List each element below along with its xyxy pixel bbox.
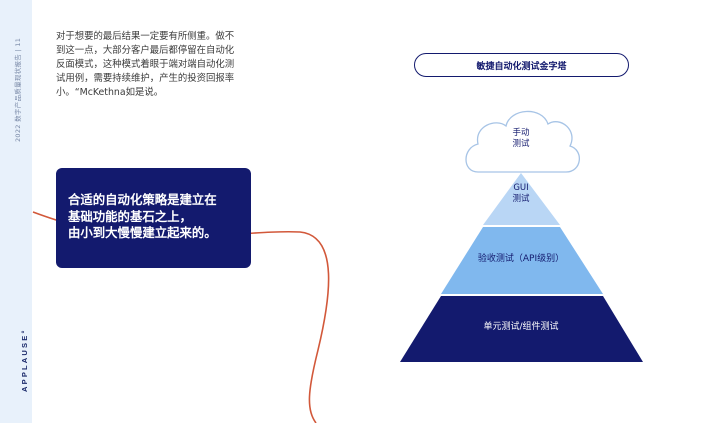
intro-line: 小。“McKethna如是说。 (56, 87, 164, 98)
intro-line: 反面模式，这种模式着眼于端对端自动化测 (56, 59, 235, 70)
tier-api (441, 227, 603, 294)
tier-label-gui: GUI 测试 (512, 183, 530, 204)
tier-unit (400, 296, 643, 362)
pull-quote-box: 合适的自动化策略是建立在 基础功能的基石之上， 由小到大慢慢建立起来的。 (56, 168, 251, 268)
tier-label-unit: 单元测试/组件测试 (483, 322, 559, 332)
intro-line: 对于想要的最后结果一定要有所侧重。做不 (56, 31, 235, 42)
quote-line: 合适的自动化策略是建立在 (68, 192, 217, 207)
diagram-title-pill: 敏捷自动化测试金字塔 (414, 53, 629, 77)
tier-label-api: 验收测试（API级别） (477, 254, 565, 264)
intro-paragraph: 对于想要的最后结果一定要有所侧重。做不 到这一点，大部分客户最后都停留在自动化 … (56, 30, 256, 100)
diagram-title: 敏捷自动化测试金字塔 (476, 61, 567, 72)
quote-line: 由小到大慢慢建立起来的。 (68, 225, 217, 240)
intro-line: 到这一点，大部分客户最后都停留在自动化 (56, 45, 235, 56)
tier-label-manual: 手动 测试 (512, 128, 530, 149)
intro-line: 试用例，需要持续维护，产生的投资回报率 (56, 73, 235, 84)
quote-line: 基础功能的基石之上， (68, 208, 192, 224)
cloud-shape (465, 110, 580, 173)
sidebar: 2022 数字产品质量现状报告 | 11 APPLAUSE° (0, 0, 32, 423)
tier-gui (483, 173, 560, 225)
